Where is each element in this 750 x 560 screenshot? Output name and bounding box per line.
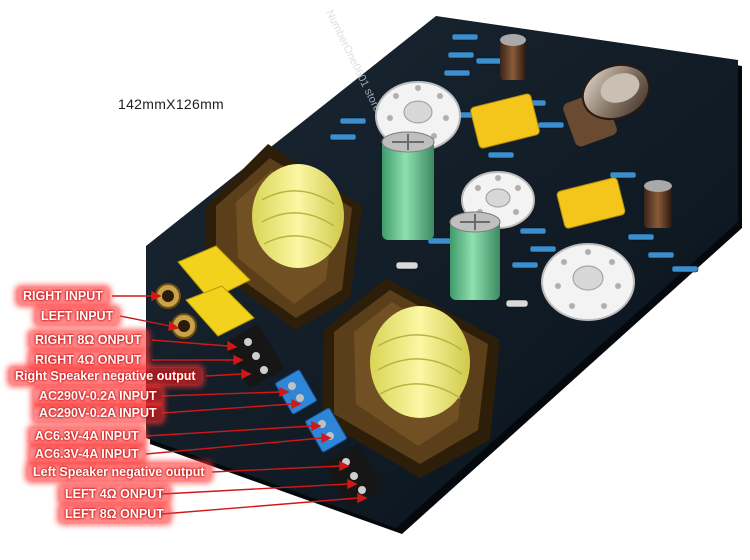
label-ac290v-input-2: AC290V-0.2A INPUT xyxy=(34,405,162,421)
electrolytic-capacitors-brown xyxy=(500,34,672,228)
label-left-8ohm-output: LEFT 8Ω ONPUT xyxy=(60,506,169,522)
label-left-speaker-negative: Left Speaker negative output xyxy=(28,464,210,480)
label-ac6v-input-1: AC6.3V-4A INPUT xyxy=(30,428,144,444)
rca-input-jacks xyxy=(155,245,255,339)
annotation-arrows xyxy=(112,290,368,515)
output-transformer xyxy=(322,278,500,478)
tube-socket-right xyxy=(541,243,635,321)
label-right-speaker-negative: Right Speaker negative output xyxy=(10,368,201,384)
label-left-input: LEFT INPUT xyxy=(36,308,119,324)
label-left-4ohm-output: LEFT 4Ω ONPUT xyxy=(60,486,169,502)
volume-knob xyxy=(563,63,651,147)
label-right-input: RIGHT INPUT xyxy=(18,288,108,304)
power-terminals xyxy=(275,369,347,453)
power-transformer xyxy=(204,144,362,330)
label-right-4ohm-output: RIGHT 4Ω ONPUT xyxy=(30,352,147,368)
speaker-terminals xyxy=(223,323,385,509)
dimension-label: 142mmX126mm xyxy=(118,96,225,112)
label-right-8ohm-output: RIGHT 8Ω ONPUT xyxy=(30,332,147,348)
label-ac290v-input-1: AC290V-0.2A INPUT xyxy=(34,388,162,404)
label-ac6v-input-2: AC6.3V-4A INPUT xyxy=(30,446,144,462)
film-capacitors xyxy=(470,93,626,229)
electrolytic-capacitors-green xyxy=(381,131,501,300)
